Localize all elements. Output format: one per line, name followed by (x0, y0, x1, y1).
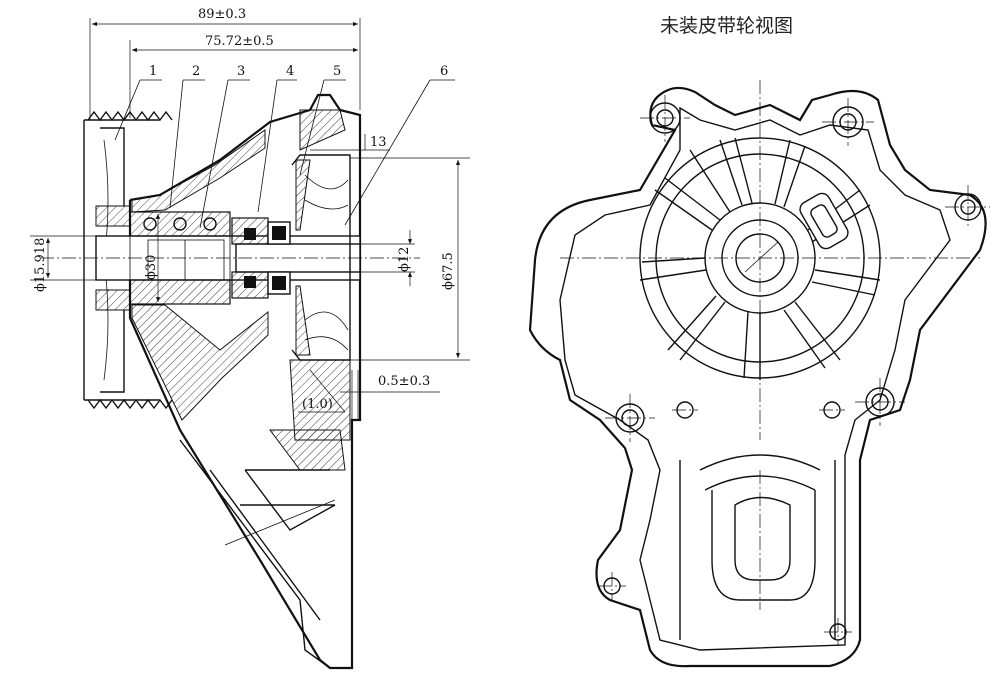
bearing (129, 211, 231, 305)
callout-6: 6 (440, 64, 448, 79)
dim-pulley-shaft-dia-label: ϕ15.918 (33, 238, 48, 292)
dim-offset-label: 0.5±0.3 (378, 374, 430, 389)
dimension-overall-length: 89±0.3 (89, 7, 361, 120)
section-view: 89±0.3 75.72±0.5 1 2 3 4 5 6 (30, 7, 470, 670)
dimension-offset: 0.5±0.3 (1.0) (298, 369, 440, 420)
impeller (291, 154, 351, 361)
dim-shaft-dia-label: ϕ12 (397, 247, 412, 272)
dim-flange-length-label: 75.72±0.5 (205, 34, 274, 49)
outlet-boss (799, 192, 849, 250)
dim-bearing-dia-label: ϕ30 (144, 255, 159, 280)
dimension-pulley-shaft-diameter: ϕ15.918 (30, 235, 96, 292)
dim-ref-label: (1.0) (302, 397, 333, 412)
dimension-impeller-diameter: ϕ67.5 (350, 157, 470, 361)
callout-2: 2 (192, 64, 200, 79)
view-title: 未装皮带轮视图 (660, 15, 793, 37)
mechanical-seal (231, 217, 291, 299)
callout-3: 3 (237, 64, 245, 79)
dimension-13: 13 (310, 134, 390, 151)
dim-impeller-dia-label: ϕ67.5 (441, 252, 456, 290)
dimension-bearing-diameter: ϕ30 (144, 214, 161, 302)
housing-section (128, 93, 362, 670)
pulley (83, 110, 173, 410)
callout-1: 1 (149, 64, 157, 79)
front-view: 未装皮带轮视图 (528, 15, 990, 668)
callout-4: 4 (286, 64, 294, 79)
callout-5: 5 (333, 64, 341, 79)
dimension-shaft-diameter: ϕ12 (360, 230, 415, 286)
inlet-tube (679, 454, 836, 640)
dim-13-label: 13 (370, 135, 387, 150)
housing-inner-outline (559, 106, 951, 651)
dim-overall-length-label: 89±0.3 (198, 7, 246, 22)
housing-outline (528, 86, 987, 668)
